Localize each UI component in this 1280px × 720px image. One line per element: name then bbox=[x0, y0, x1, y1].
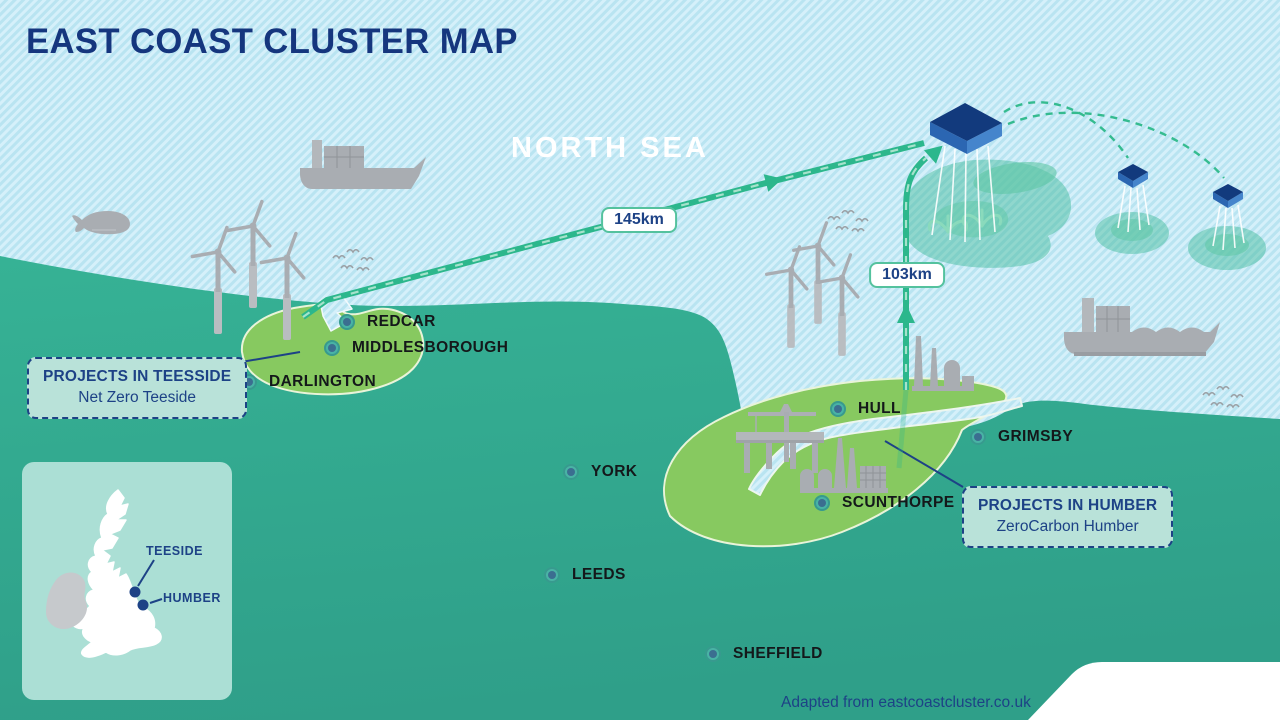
projects-humber-subheading: ZeroCarbon Humber bbox=[996, 518, 1139, 535]
city-marker-grimsby: GRIMSBY bbox=[970, 428, 1073, 446]
projects-teesside-heading: PROJECTS IN TEESSIDE bbox=[43, 368, 232, 385]
city-label: MIDDLESBOROUGH bbox=[352, 339, 509, 356]
city-dot-icon bbox=[544, 567, 560, 583]
city-dot-icon bbox=[814, 495, 830, 511]
jetty-icon bbox=[736, 432, 824, 473]
city-marker-scunthorpe: SCUNTHORPE bbox=[814, 494, 955, 512]
uk-inset-map: TEESIDE HUMBER bbox=[22, 462, 232, 700]
projects-humber-heading: PROJECTS IN HUMBER bbox=[978, 497, 1158, 514]
inset-connectors bbox=[137, 559, 163, 604]
city-label: REDCAR bbox=[367, 313, 436, 330]
city-marker-leeds: LEEDS bbox=[544, 566, 626, 584]
city-label: LEEDS bbox=[572, 566, 626, 583]
teesside-pipeline-arrow bbox=[301, 140, 925, 320]
city-dot-icon bbox=[830, 401, 846, 417]
inset-humber-dot bbox=[137, 599, 149, 611]
city-marker-darlington: DARLINGTON bbox=[241, 373, 376, 391]
city-dot-icon bbox=[339, 314, 355, 330]
cargo-ship-1-icon bbox=[300, 140, 426, 189]
factory-humber-icon bbox=[912, 336, 974, 391]
city-label: SCUNTHORPE bbox=[842, 494, 955, 511]
city-dot-icon bbox=[324, 340, 340, 356]
north-sea-label: NORTH SEA bbox=[511, 132, 709, 164]
city-marker-york: YORK bbox=[563, 463, 637, 481]
subsea-storage-2-icon bbox=[1095, 212, 1169, 254]
projects-teesside-subheading: Net Zero Teeside bbox=[78, 389, 197, 406]
distance-145km-label: 145km bbox=[614, 211, 664, 228]
inset-teeside-dot bbox=[129, 586, 141, 598]
city-label: DARLINGTON bbox=[269, 373, 377, 390]
city-dot-icon bbox=[970, 429, 986, 445]
page-title: EAST COAST CLUSTER MAP bbox=[26, 22, 518, 61]
attribution: Adapted from eastcoastcluster.co.uk bbox=[781, 694, 1031, 711]
corner-cutout bbox=[1028, 662, 1280, 720]
inset-teeside-label: TEESIDE bbox=[146, 544, 203, 558]
city-label: YORK bbox=[591, 463, 638, 480]
city-dot-icon bbox=[705, 646, 721, 662]
injection-lines bbox=[931, 145, 1245, 251]
city-dot-icon bbox=[563, 464, 579, 480]
whale-icon bbox=[72, 211, 130, 235]
city-marker-middlesborough: MIDDLESBOROUGH bbox=[324, 339, 508, 357]
uk-outline-icon bbox=[46, 489, 163, 658]
co2-platform-2-icon bbox=[1118, 164, 1148, 188]
city-label: HULL bbox=[858, 400, 901, 417]
city-marker-sheffield: SHEFFIELD bbox=[705, 645, 823, 663]
co2-platform-3-icon bbox=[1213, 184, 1243, 208]
inset-humber-label: HUMBER bbox=[163, 591, 221, 605]
distance-badge-103km: 103km bbox=[869, 262, 945, 288]
ireland-outline-icon bbox=[46, 572, 88, 630]
city-label: GRIMSBY bbox=[998, 428, 1074, 445]
projects-humber-callout: PROJECTS IN HUMBER ZeroCarbon Humber bbox=[962, 486, 1174, 548]
subsea-storage-3-icon bbox=[1188, 226, 1266, 270]
distance-badge-145km: 145km bbox=[601, 207, 677, 233]
subsea-storage-main-icon bbox=[903, 159, 1072, 268]
humber-estuary-icon bbox=[748, 397, 1023, 496]
platform-link-lines bbox=[1003, 101, 1225, 179]
cargo-ship-2-icon bbox=[1064, 298, 1220, 356]
co2-platform-main-icon bbox=[930, 103, 1002, 154]
distance-103km-label: 103km bbox=[882, 266, 932, 283]
city-marker-redcar: REDCAR bbox=[339, 313, 436, 331]
city-marker-hull: HULL bbox=[830, 400, 901, 418]
factory-scunthorpe-icon bbox=[800, 438, 888, 493]
city-label: SHEFFIELD bbox=[733, 645, 823, 662]
projects-teesside-callout: PROJECTS IN TEESSIDE Net Zero Teeside bbox=[27, 357, 248, 419]
great-britain-outline-icon bbox=[70, 489, 162, 658]
humber-pipeline-arrow bbox=[896, 145, 943, 469]
